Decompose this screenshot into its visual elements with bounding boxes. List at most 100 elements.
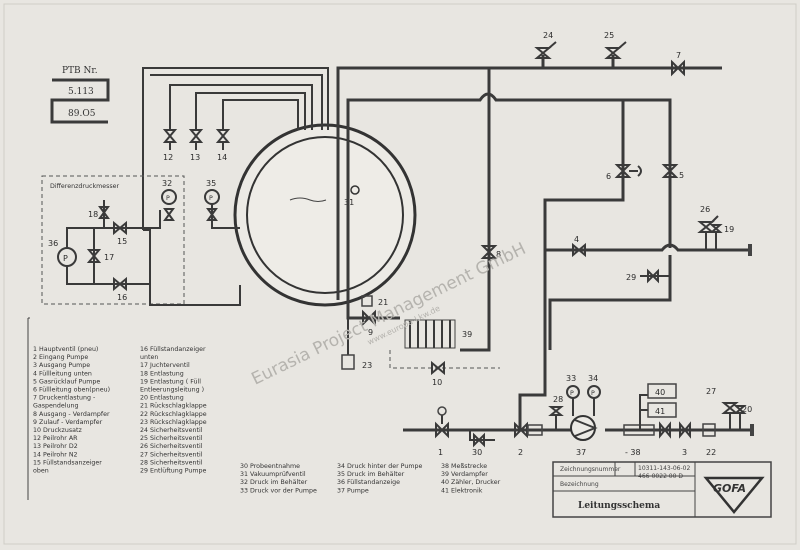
label-19: 19 xyxy=(724,225,734,234)
drawing-no-label: Zeichnungsnummer xyxy=(560,466,621,473)
label-25: 25 xyxy=(604,31,614,40)
legend-entry: 32 Druck im Behälter xyxy=(240,479,308,486)
label-6: 6 xyxy=(606,172,611,181)
label-23: 23 xyxy=(362,361,372,370)
legend-entry: 4 Füllleitung unten xyxy=(33,370,92,377)
label-1: 1 xyxy=(438,448,443,457)
label-38: - 38 xyxy=(625,448,641,457)
label-8: 8 xyxy=(496,250,501,259)
legend-entry: 24 Sicherheitsventil xyxy=(140,427,203,434)
legend-entry: 41 Elektronik xyxy=(441,487,483,494)
gauge-35: P 35 xyxy=(143,179,241,306)
label-40: 40 xyxy=(655,388,665,397)
label-29: 29 xyxy=(626,273,636,282)
legend-entry: 14 Peilrohr N2 xyxy=(33,451,78,458)
label-33: 33 xyxy=(566,374,576,383)
fill-line-lower: 4 26 19 29 xyxy=(545,205,752,284)
level-gauge-lines xyxy=(142,67,329,230)
legend-entry: 23 Rückschlagklappe xyxy=(140,419,207,426)
legend-entry: 13 Peilrohr D2 xyxy=(33,443,78,450)
label-16: 16 xyxy=(117,293,127,302)
tank: 31 xyxy=(233,123,417,307)
differential-pressure-box: Differenzdruckmesser P 36 17 18 15 16 P … xyxy=(41,175,220,306)
label-36: 36 xyxy=(48,239,58,248)
label-4: 4 xyxy=(574,235,579,244)
legend-entry: 20 Entlastung xyxy=(140,395,184,402)
legend-entry: 9 Zulauf - Verdampfer xyxy=(33,419,103,426)
ptb-date: 89.O5 xyxy=(68,109,96,119)
gauge-33-letter: P xyxy=(570,390,574,397)
legend-entry: 17 Juchterventil xyxy=(140,362,190,369)
label-17: 17 xyxy=(104,253,114,262)
legend-entry: 34 Druck hinter der Pumpe xyxy=(337,463,422,470)
label-2: 2 xyxy=(518,448,523,457)
legend-entry: 16 Füllstandanzeiger xyxy=(140,346,206,353)
legend-entry: Gaspendelung xyxy=(33,403,78,410)
label-12: 12 xyxy=(163,153,173,162)
ptb-number: 5.113 xyxy=(68,87,94,97)
label-37: 37 xyxy=(576,448,586,457)
label-39: 39 xyxy=(462,330,472,339)
label-30: 30 xyxy=(472,448,482,457)
gauge-34-letter: P xyxy=(591,390,595,397)
legend-entry: 33 Druck vor der Pumpe xyxy=(240,487,317,494)
legend-entry: 15 Füllstandsanzeiger xyxy=(33,459,102,466)
gofa-logo: GOFA xyxy=(703,476,765,514)
legend-entry: 12 Peilrohr AR xyxy=(33,435,78,442)
label-35: 35 xyxy=(206,179,216,188)
legend-entry: 2 Eingang Pumpe xyxy=(33,354,88,361)
gauge-35-letter: P xyxy=(209,195,213,202)
legend-entry: 40 Zähler, Drucker xyxy=(441,479,501,486)
valves-12-13-14: 12 13 14 xyxy=(162,129,231,162)
legend-entry: 19 Entlastung ( Füll xyxy=(140,378,201,385)
label-20: 20 xyxy=(742,405,752,414)
pump-line: 1 30 2 37 28 P 33 P 34 - 38 3 22 27 20 xyxy=(403,250,754,457)
differential-box-label: Differenzdruckmesser xyxy=(50,183,120,190)
label-21: 21 xyxy=(378,298,388,307)
legend-entry: 31 Vakuumprüfventil xyxy=(240,471,306,478)
gauge-32-letter: P xyxy=(166,195,170,202)
ptb-box: PTB Nr. 5.113 89.O5 xyxy=(50,66,110,124)
legend-entry: 10 Druckzusatz xyxy=(33,427,82,434)
legend-entry: 27 Sicherheitsventil xyxy=(140,451,203,458)
legend-entry: 30 Probeentnahme xyxy=(240,463,300,470)
legend-entry: 5 Gasrücklauf Pumpe xyxy=(33,378,100,385)
label-24: 24 xyxy=(543,31,553,40)
legend-entry: 6 Füllleitung oben(pneu) xyxy=(33,387,110,394)
legend-entry: 36 Füllstandanzeige xyxy=(337,479,400,486)
legend-entry: 28 Sicherheitsventil xyxy=(140,459,203,466)
legend-entry: 29 Entlüftung Pumpe xyxy=(140,468,207,475)
legend-entry: unten xyxy=(140,354,158,361)
legend-entry: 22 Rückschlagklappe xyxy=(140,411,207,418)
label-28: 28 xyxy=(553,395,563,404)
evaporator-line: 8 39 xyxy=(404,68,501,352)
legend-entry: 38 Meßstrecke xyxy=(441,463,487,470)
label-34: 34 xyxy=(588,374,598,383)
legend-entry: 8 Ausgang - Verdampfer xyxy=(33,411,110,418)
legend-entry: 3 Ausgang Pumpe xyxy=(33,362,90,369)
legend-entry: 7 Druckentlastung - xyxy=(33,395,95,402)
label-3: 3 xyxy=(682,448,687,457)
legend-entry: 35 Druck im Behälter xyxy=(337,471,405,478)
legend-entry: 1 Hauptventil (pneu) xyxy=(33,346,98,353)
label-27: 27 xyxy=(706,387,716,396)
label-22: 22 xyxy=(706,448,716,457)
label-32: 32 xyxy=(162,179,172,188)
label-15: 15 xyxy=(117,237,127,246)
legend-entry: 21 Rückschlagklappe xyxy=(140,403,207,410)
evaporator-39: 39 xyxy=(404,319,472,349)
label-7: 7 xyxy=(676,51,681,60)
label-18: 18 xyxy=(88,210,98,219)
legend-entry: 37 Pumpe xyxy=(337,487,369,494)
top-gas-line: 24 25 7 xyxy=(336,31,722,300)
drawing-name: Leitungsschema xyxy=(578,501,660,511)
label-5: 5 xyxy=(679,171,684,180)
vaporizer-inlet: 9 21 23 10 xyxy=(341,295,500,387)
gauge-36-letter: P xyxy=(63,254,68,263)
legend-entry: 18 Entlastung xyxy=(140,370,184,377)
title-block: Zeichnungsnummer 10311-143-06-02 466-002… xyxy=(552,461,772,518)
legend-entry: 25 Sicherheitsventil xyxy=(140,435,203,442)
